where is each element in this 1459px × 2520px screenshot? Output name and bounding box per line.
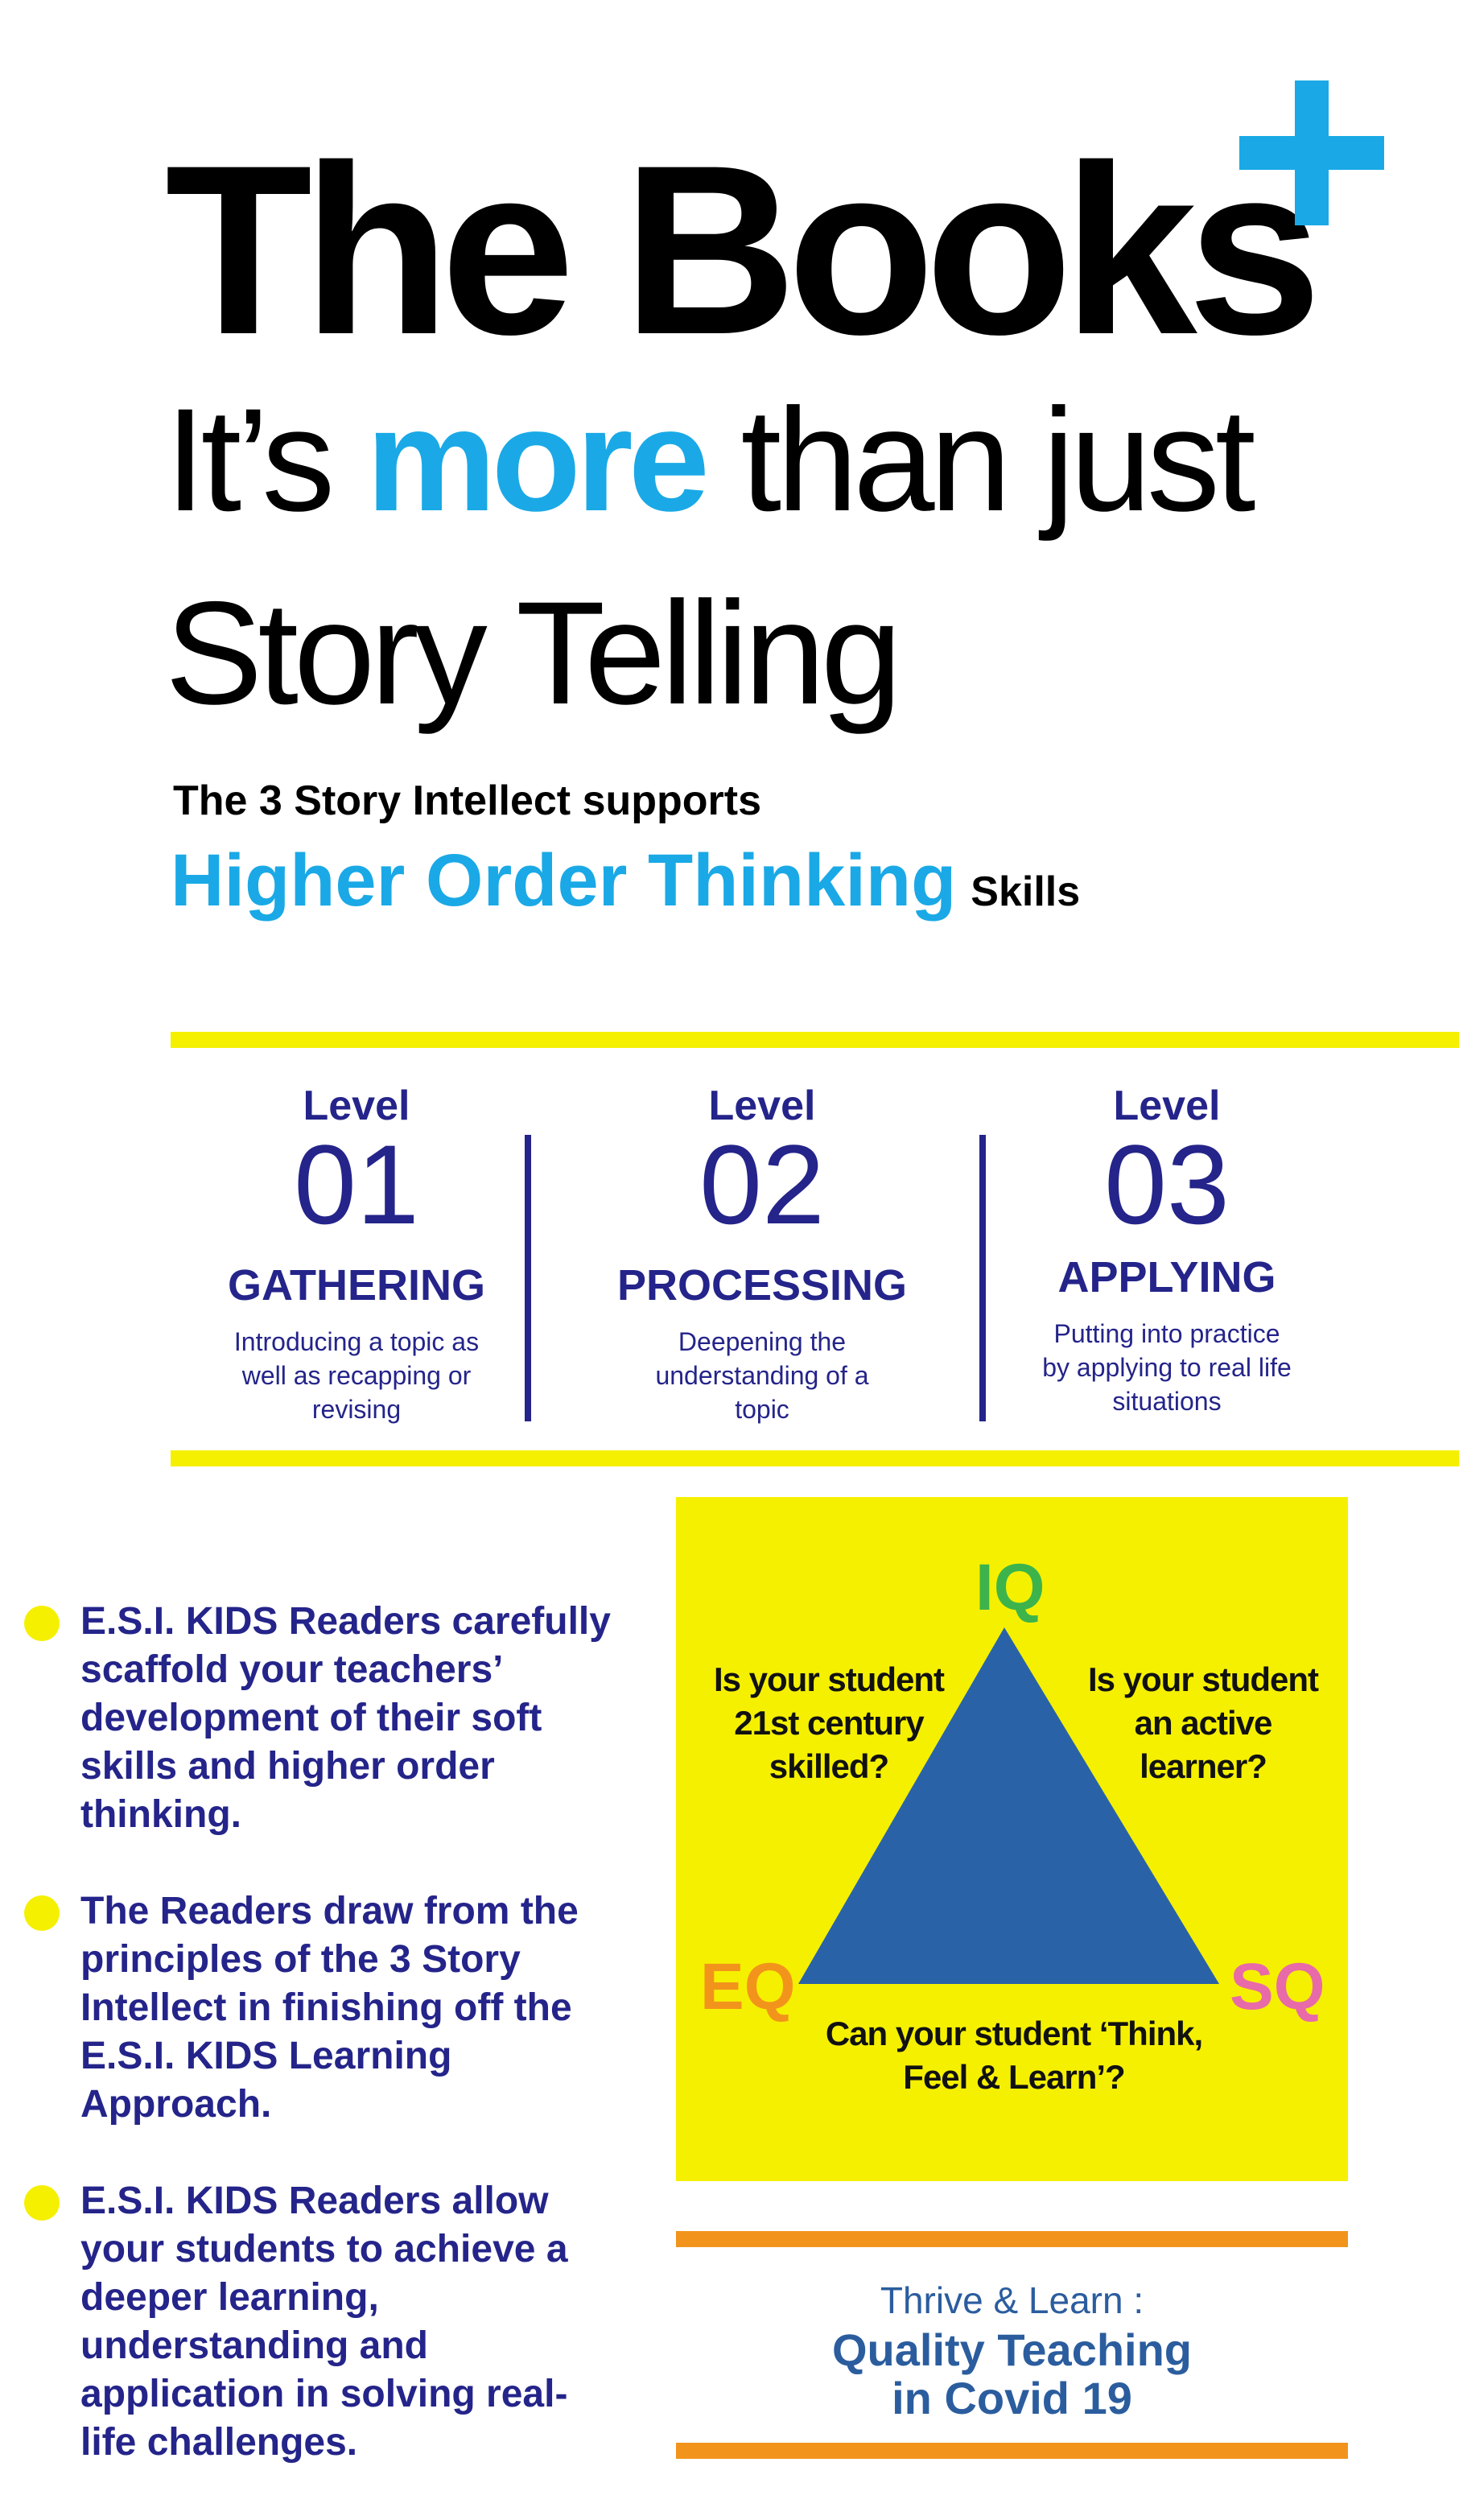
level-3: Level 03 APPLYING Putting into practice … [986,1085,1348,1418]
bullet-dot-icon [24,1606,60,1641]
level-divider [525,1135,531,1421]
sq-label: SQ [1230,1950,1325,2023]
footer-line-3: in Covid 19 [892,2373,1132,2423]
subtitle-line-1: It’s more than just [165,386,1256,533]
levels-bottom-bar [171,1450,1459,1466]
level-description: Introducing a topic as well as recapping… [233,1327,480,1424]
level-number: 02 [699,1121,825,1248]
bullet-dot-icon [24,1895,60,1931]
eq-label: EQ [700,1950,796,2023]
levels-top-bar [171,1032,1459,1048]
bullet-text: The Readers draw from the principles of … [80,1890,579,2126]
hot-text: Higher Order Thinking [171,839,957,922]
level-description: Putting into practice by applying to rea… [1042,1319,1292,1416]
level-name: GATHERING [228,1261,485,1309]
subtitle-end: than just [740,377,1255,542]
level-name: PROCESSING [616,1261,908,1309]
level-label: Level [303,1083,410,1129]
level-1: Level 01 GATHERING Introducing a topic a… [175,1085,538,1426]
intro-text: The 3 Story Intellect supports [173,777,762,824]
triangle-diagram [798,1627,1219,1984]
bullet-text: E.S.I. KIDS Readers allow your students … [80,2180,568,2464]
footer-bottom-bar [676,2443,1348,2459]
triangle-shape [798,1627,1219,1984]
footer-line-2: Quality Teaching [831,2324,1193,2375]
page-title: The Books [165,114,1322,385]
triangle-panel: IQ EQ SQ Is your student 21st century sk… [676,1497,1348,2181]
plus-icon [1239,80,1384,225]
iq-label: IQ [975,1551,1045,1624]
bullet-text: E.S.I. KIDS Readers carefully scaffold y… [80,1600,611,1836]
footer-top-bar [676,2231,1348,2247]
level-label: Level [708,1083,816,1129]
question-bottom: Can your student ‘Think, Feel & Learn’? [825,2015,1203,2096]
level-name: APPLYING [1057,1253,1276,1301]
skills-text: Skills [971,868,1081,915]
subtitle-start: It’s [165,377,335,542]
bullet-dot-icon [24,2185,60,2221]
level-2: Level 02 PROCESSING Deepening the unders… [581,1085,943,1426]
question-left: Is your student 21st century skilled? [713,1660,945,1785]
subtitle-line-2: Story Telling [165,571,902,735]
level-number: 01 [294,1121,419,1248]
level-divider [979,1135,986,1421]
question-right: Is your student an active learner? [1087,1660,1319,1785]
level-description: Deepening the understanding of a topic [655,1327,869,1424]
subtitle-highlight: more [365,377,710,542]
level-label: Level [1113,1083,1221,1129]
level-number: 03 [1104,1121,1230,1248]
footer-line-1: Thrive & Learn : [880,2279,1144,2321]
